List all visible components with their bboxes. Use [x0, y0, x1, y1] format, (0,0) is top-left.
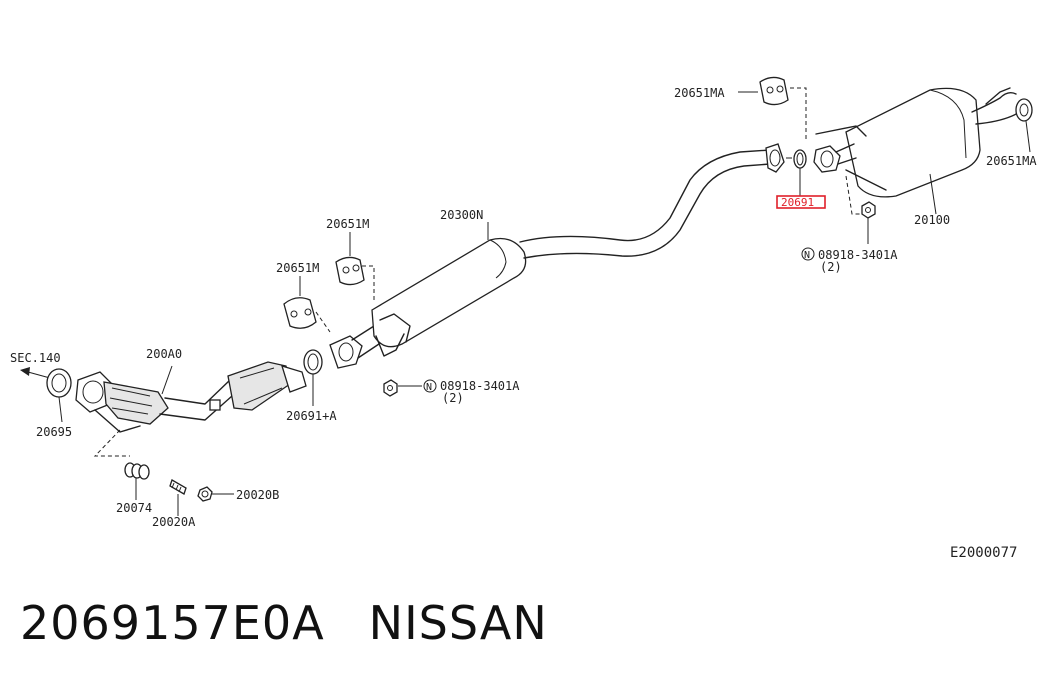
center-muffler-20300N[interactable]: [329, 143, 785, 369]
label-20651M-upper: 20651M: [326, 217, 369, 231]
label-08918-lower: 08918-3401A: [440, 379, 520, 393]
sec140-arrow: [20, 367, 51, 379]
label-20300N: 20300N: [440, 208, 483, 222]
stud-20020A[interactable]: [169, 479, 187, 516]
label-20020B: 20020B: [236, 488, 279, 502]
label-20691A: 20691+A: [286, 409, 337, 423]
mount-rubber-20651M-upper[interactable]: [335, 232, 365, 286]
label-20691-highlight[interactable]: 20691: [781, 196, 814, 209]
label-sec140: SEC.140: [10, 351, 61, 365]
label-08918-upper: 08918-3401A: [818, 248, 898, 262]
mount-rubber-20651M-lower[interactable]: [283, 276, 317, 329]
nut-08918-upper[interactable]: [801, 201, 876, 261]
label-nut-symbol-lower: N: [426, 382, 432, 393]
label-20651MA-right: 20651MA: [986, 154, 1037, 168]
gasket-20695[interactable]: [46, 368, 72, 423]
gasket-20691A[interactable]: [303, 349, 323, 406]
nut-20020B[interactable]: [197, 486, 234, 502]
diagram-code: E2000077: [950, 545, 1017, 561]
label-20100: 20100: [914, 213, 950, 227]
mount-rubber-20651MA-right[interactable]: [1015, 98, 1033, 153]
label-200A0: 200A0: [146, 347, 182, 361]
label-20651M-lower: 20651M: [276, 261, 319, 275]
nut-08918-lower[interactable]: [383, 379, 437, 397]
caption-part-number: 2069157E0A: [20, 596, 325, 650]
dashed-leaders-mounts: [315, 265, 375, 333]
label-20074: 20074: [116, 501, 152, 515]
label-20695: 20695: [36, 425, 72, 439]
main-muffler-20100[interactable]: [813, 87, 1025, 215]
gasket-20691[interactable]: [786, 149, 807, 196]
caption: 2069157E0A NISSAN: [20, 596, 592, 650]
highlight-box-20691: [776, 195, 826, 209]
label-08918-upper-qty: (2): [820, 260, 842, 274]
dashed-leaders-front: [93, 429, 130, 457]
label-08918-lower-qty: (2): [442, 391, 464, 405]
label-nut-symbol-upper: N: [804, 250, 810, 261]
spring-20074[interactable]: [124, 462, 150, 500]
mount-rubber-20651MA-top[interactable]: [738, 76, 807, 142]
caption-brand: NISSAN: [368, 596, 548, 650]
label-20020A: 20020A: [152, 515, 196, 529]
label-20651MA-top: 20651MA: [674, 86, 725, 100]
front-tube-200A0[interactable]: [75, 361, 307, 433]
